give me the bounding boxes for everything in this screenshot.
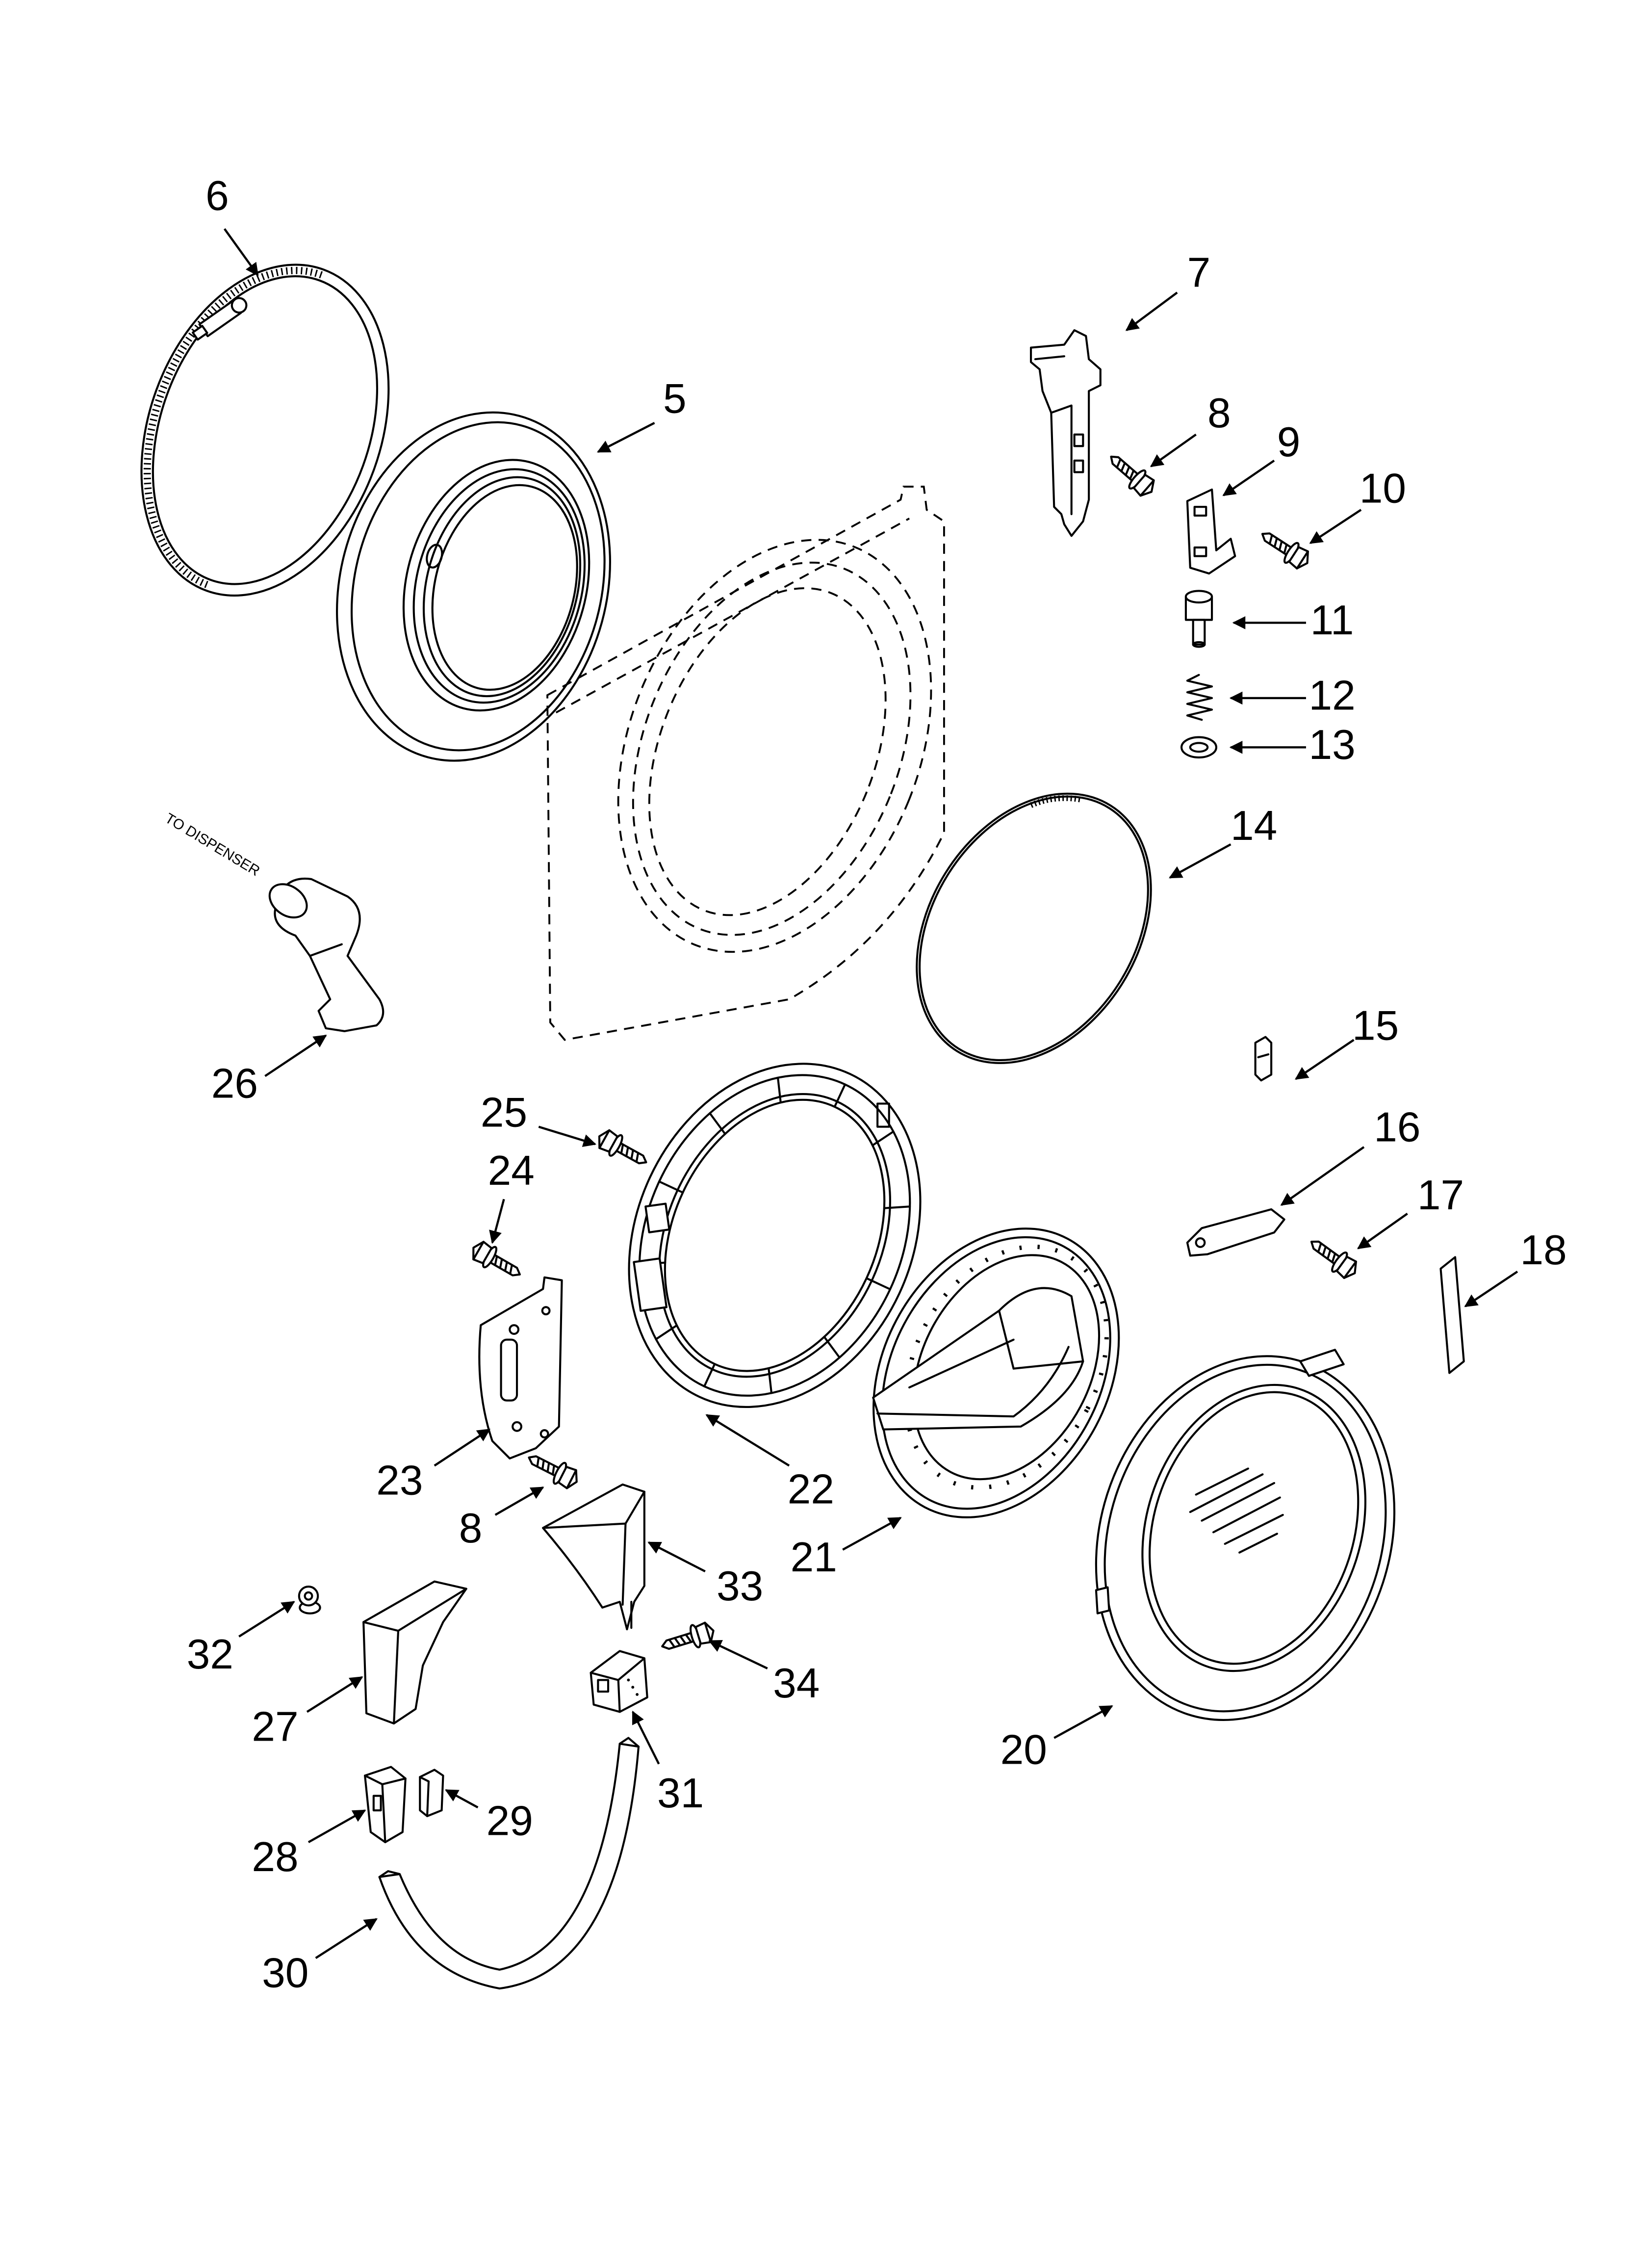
part-22-inner-door-frame	[628, 1063, 922, 1408]
part-9-plate	[1186, 488, 1236, 575]
callout-9-arrow	[1222, 459, 1275, 496]
callout-15-arrow	[1295, 1039, 1355, 1080]
part-15-clip	[1254, 1036, 1273, 1082]
callout-6-arrow	[223, 228, 259, 277]
callout-29-arrow	[445, 1789, 479, 1809]
callout-33: 33	[717, 1563, 763, 1610]
callout-11: 11	[1310, 597, 1354, 644]
part-18-strip	[1439, 1256, 1465, 1374]
callout-15: 15	[1352, 1002, 1399, 1049]
part-6-clamp	[140, 263, 390, 597]
callout-8-upper: 8	[1207, 390, 1231, 437]
part-13-washer	[1180, 736, 1217, 759]
callout-7: 7	[1187, 249, 1211, 296]
callout-12: 12	[1308, 672, 1355, 719]
callout-18-arrow	[1464, 1271, 1518, 1307]
part-5-bellows	[336, 411, 611, 762]
callout-18: 18	[1520, 1226, 1566, 1274]
part-7-bracket	[1029, 329, 1102, 537]
callout-24-arrow	[489, 1199, 505, 1244]
callout-5-arrow	[597, 422, 655, 453]
part-8-screw-lower	[524, 1447, 582, 1492]
part-28-bracket	[364, 1766, 407, 1844]
callout-31: 31	[657, 1770, 704, 1817]
part-25-screw	[594, 1126, 652, 1173]
callout-14: 14	[1231, 802, 1277, 849]
callout-22-arrow	[705, 1414, 790, 1467]
hose-destination-note: TO DISPENSER	[162, 810, 263, 879]
part-33-cover	[542, 1483, 645, 1631]
callout-25-arrow	[538, 1125, 597, 1147]
callout-labels: 6 7 5 8 9 10 11 12 13 14 26 15 25 24 16 …	[187, 172, 1567, 1996]
part-21-door-glass	[872, 1227, 1120, 1518]
part-10-screw	[1256, 524, 1313, 573]
part-31-latch	[590, 1650, 648, 1713]
callout-26: 26	[211, 1060, 258, 1107]
callout-10: 10	[1360, 465, 1406, 512]
callout-26-arrow	[264, 1034, 327, 1077]
part-29-pad	[419, 1769, 444, 1818]
part-34-screw	[659, 1619, 717, 1657]
part-32-knob	[298, 1585, 321, 1615]
callout-6: 6	[205, 172, 229, 219]
part-16-bracket	[1186, 1208, 1285, 1257]
callout-30: 30	[262, 1949, 308, 1996]
part-11-plunger	[1184, 590, 1213, 648]
callout-34: 34	[773, 1660, 820, 1707]
callout-9: 9	[1277, 418, 1301, 466]
callout-14-arrow	[1169, 843, 1232, 879]
part-14-ring	[916, 792, 1152, 1064]
callout-21: 21	[791, 1534, 837, 1581]
callout-16-arrow	[1280, 1146, 1365, 1206]
callout-23: 23	[376, 1457, 423, 1504]
callout-5: 5	[663, 375, 687, 422]
callout-30-arrow	[315, 1918, 378, 1959]
callout-17-arrow	[1357, 1213, 1408, 1250]
callout-23-arrow	[434, 1428, 491, 1467]
callout-21-arrow	[842, 1516, 902, 1551]
callout-27: 27	[252, 1703, 298, 1750]
callout-arrows	[223, 228, 1518, 1959]
glass-reflection-lines	[1189, 1467, 1284, 1554]
callout-27-arrow	[306, 1676, 363, 1713]
callout-25: 25	[481, 1089, 527, 1136]
callout-24: 24	[488, 1147, 535, 1194]
part-27-handle	[362, 1580, 467, 1725]
callout-34-arrow	[708, 1640, 768, 1669]
callout-8-upper-arrow	[1150, 433, 1197, 468]
callout-28-arrow	[308, 1809, 366, 1844]
callout-31-arrow	[632, 1711, 660, 1765]
callout-32-arrow	[238, 1601, 295, 1638]
callout-29: 29	[487, 1797, 533, 1844]
callout-8-lower-arrow	[494, 1486, 544, 1516]
callout-32: 32	[187, 1631, 233, 1678]
callout-7-arrow	[1125, 291, 1178, 331]
callout-20-arrow	[1053, 1705, 1113, 1739]
part-12-spring	[1186, 674, 1213, 721]
part-20-outer-door-frame	[1095, 1349, 1396, 1721]
part-23-hinge	[478, 1276, 563, 1460]
part-17-screw	[1305, 1232, 1361, 1282]
callout-16: 16	[1374, 1103, 1420, 1150]
callout-10-arrow	[1309, 509, 1362, 544]
callout-8-lower: 8	[459, 1505, 483, 1552]
callout-33-arrow	[647, 1541, 706, 1573]
part-24-screw	[468, 1238, 526, 1285]
callout-13: 13	[1308, 721, 1355, 768]
part-8-screw-upper	[1103, 448, 1159, 500]
part-26-hose	[268, 877, 385, 1032]
callout-20: 20	[1001, 1726, 1047, 1773]
callout-17: 17	[1417, 1172, 1464, 1219]
callout-22: 22	[788, 1465, 834, 1512]
part-30-curved-strip	[378, 1737, 640, 1990]
callout-28: 28	[252, 1833, 298, 1880]
cabinet-front-panel-outline	[546, 485, 945, 1041]
